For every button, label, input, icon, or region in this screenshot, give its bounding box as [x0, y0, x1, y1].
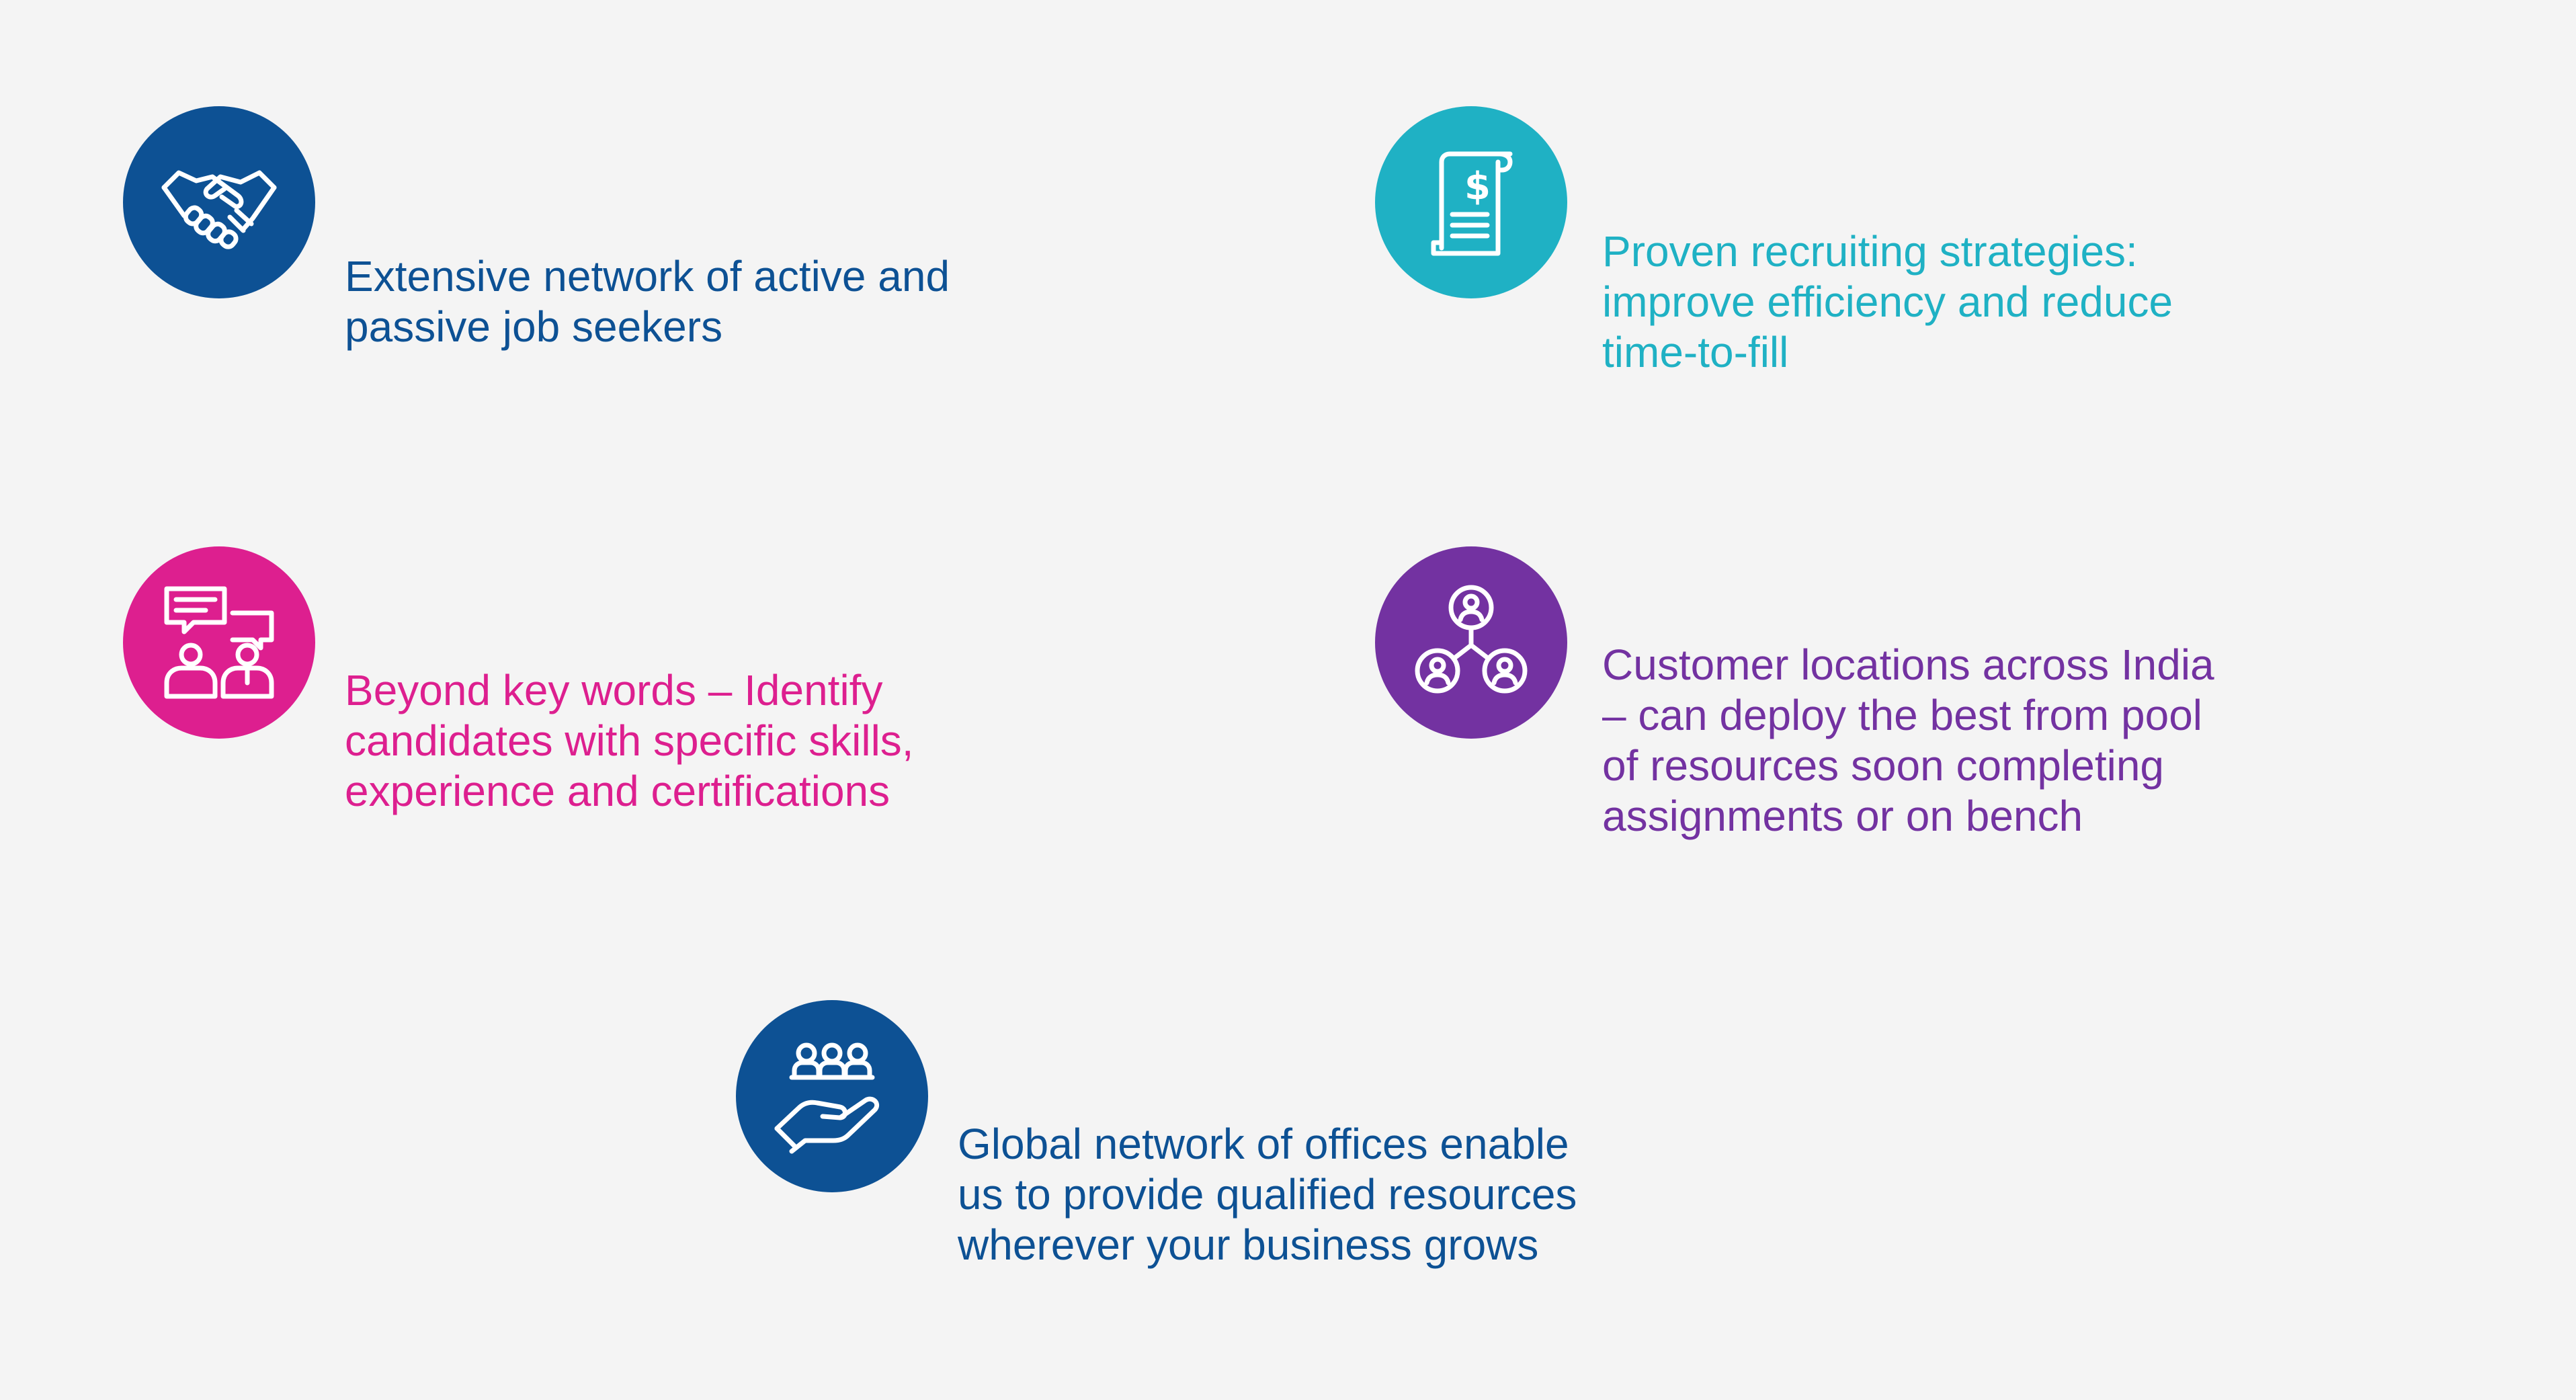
text-line: of resources soon completing — [1602, 741, 2164, 790]
text-line: Extensive network of active and — [345, 252, 950, 300]
text-line: Global network of offices enable — [958, 1120, 1569, 1168]
hand-holding-team-icon-circle — [736, 1000, 928, 1192]
text-line: assignments or on bench — [1602, 792, 2083, 840]
text-line: Customer locations across India — [1602, 641, 2214, 689]
people-network-icon-circle — [1375, 546, 1567, 739]
feature-global-network-text: Global network of offices enable us to p… — [958, 1119, 1577, 1270]
handshake-icon — [161, 170, 277, 249]
text-line: improve efficiency and reduce — [1602, 278, 2173, 326]
text-line: us to provide qualified resources — [958, 1170, 1577, 1219]
text-line: Beyond key words – Identify — [345, 666, 883, 714]
conversation-icon — [164, 586, 274, 699]
text-line: wherever your business grows — [958, 1221, 1539, 1269]
feature-extensive-network-text: Extensive network of active and passive … — [345, 251, 950, 352]
text-line: experience and certifications — [345, 767, 890, 815]
text-line: candidates with specific skills, — [345, 716, 914, 765]
feature-customer-locations-text: Customer locations across India – can de… — [1602, 640, 2214, 841]
feature-recruiting-strategies-text: Proven recruiting strategies: improve ef… — [1602, 227, 2173, 378]
people-network-icon — [1415, 585, 1528, 694]
text-line: – can deploy the best from pool — [1602, 691, 2202, 739]
conversation-icon-circle — [123, 546, 315, 739]
feature-beyond-keywords-text: Beyond key words – Identify candidates w… — [345, 665, 914, 817]
hand-holding-team-icon — [774, 1042, 880, 1154]
invoice-icon: $ — [1431, 151, 1513, 256]
text-line: time-to-fill — [1602, 328, 1789, 376]
svg-text:$: $ — [1464, 165, 1491, 208]
text-line: passive job seekers — [345, 302, 723, 351]
invoice-icon-circle: $ — [1375, 106, 1567, 298]
handshake-icon-circle — [123, 106, 315, 298]
text-line: Proven recruiting strategies: — [1602, 227, 2138, 276]
